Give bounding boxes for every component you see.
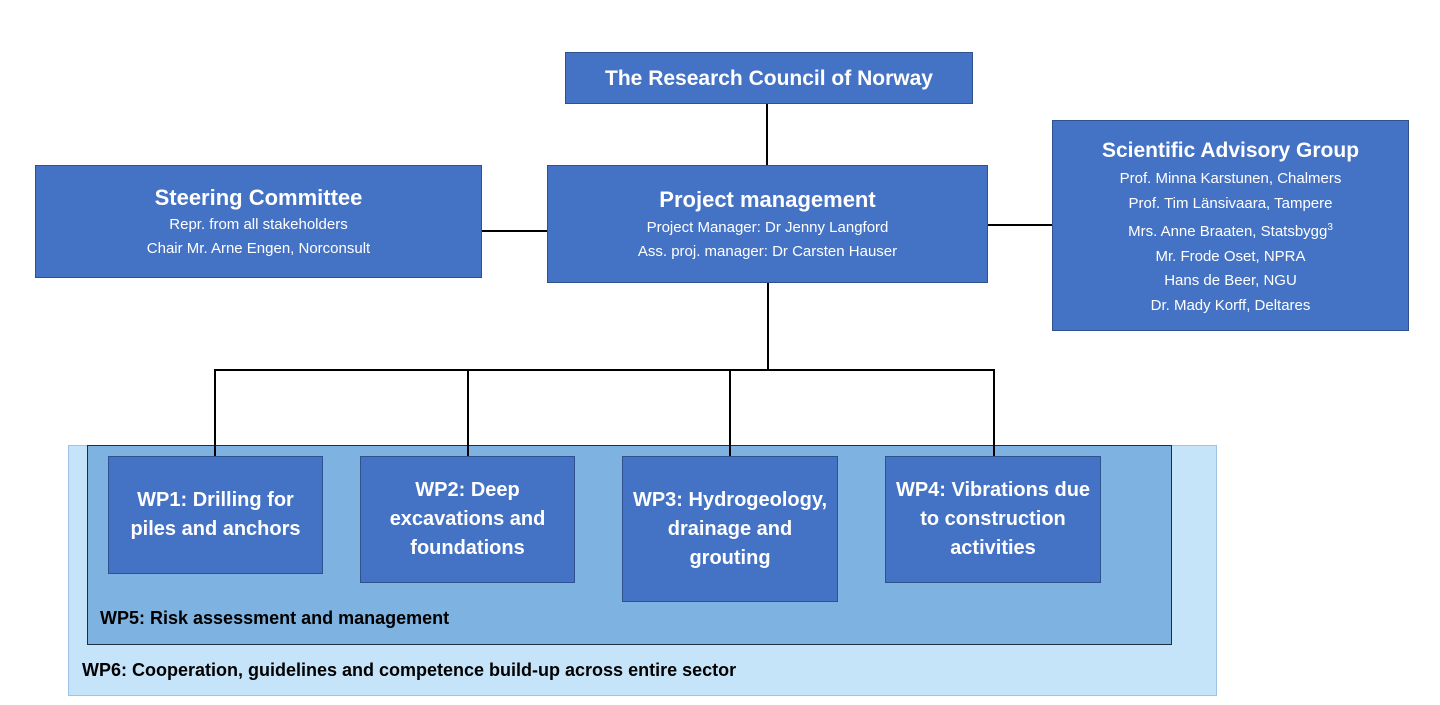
scientific-advisory-group-box: Scientific Advisory Group Prof. Minna Ka… — [1052, 120, 1409, 331]
steering-committee-line: Repr. from all stakeholders — [169, 216, 348, 233]
research-council-title: The Research Council of Norway — [605, 67, 933, 90]
connector-wp-bus — [214, 369, 994, 371]
wp1-label: WP1: Drilling for piles and anchors — [130, 489, 301, 540]
connector-rcn-pm — [766, 104, 768, 165]
connector-wp3 — [729, 369, 731, 456]
wp4-label: WP4: Vibrations due to construction acti… — [895, 479, 1091, 559]
advisory-member: Prof. Tim Länsivaara, Tampere — [1128, 194, 1333, 212]
connector-pm-sag — [988, 224, 1052, 226]
wp4-box: WP4: Vibrations due to construction acti… — [885, 456, 1101, 583]
footnote-marker: 3 — [1327, 222, 1333, 233]
advisory-member: Prof. Minna Karstunen, Chalmers — [1119, 170, 1342, 187]
wp6-label: WP6: Cooperation, guidelines and compete… — [82, 660, 737, 680]
wp2-label: WP2: Deep excavations and foundations — [389, 479, 546, 559]
project-management-line: Ass. proj. manager: Dr Carsten Hauser — [637, 243, 898, 260]
advisory-member: Mrs. Anne Braaten, Statsbygg3 — [1053, 216, 1408, 245]
connector-wp2 — [467, 369, 469, 456]
steering-committee-line: Chair Mr. Arne Engen, Norconsult — [146, 240, 371, 257]
connector-wp4 — [993, 369, 995, 456]
project-management-line: Project Manager: Dr Jenny Langford — [646, 219, 889, 236]
project-management-box: Project management Project Manager: Dr J… — [547, 165, 988, 283]
connector-steering-pm — [482, 230, 547, 232]
wp3-box: WP3: Hydrogeology, drainage and grouting — [622, 456, 838, 602]
steering-committee-box: Steering Committee Repr. from all stakeh… — [35, 165, 482, 278]
connector-wp1 — [214, 369, 216, 456]
connector-pm-down — [767, 283, 769, 370]
project-management-title: Project management — [659, 187, 876, 212]
wp3-label: WP3: Hydrogeology, drainage and grouting — [632, 488, 828, 569]
wp5-label: WP5: Risk assessment and management — [100, 608, 450, 628]
advisory-member: Hans de Beer, NGU — [1164, 272, 1297, 289]
advisory-member: Dr. Mady Korff, Deltares — [1150, 296, 1311, 314]
research-council-box: The Research Council of Norway — [565, 52, 973, 104]
wp2-box: WP2: Deep excavations and foundations — [360, 456, 575, 583]
advisory-member: Mr. Frode Oset, NPRA — [1155, 247, 1306, 265]
steering-committee-title: Steering Committee — [154, 185, 363, 210]
advisory-member-name: Mrs. Anne Braaten, Statsbygg — [1128, 223, 1328, 240]
scientific-advisory-group-title: Scientific Advisory Group — [1101, 139, 1360, 162]
wp1-box: WP1: Drilling for piles and anchors — [108, 456, 323, 574]
